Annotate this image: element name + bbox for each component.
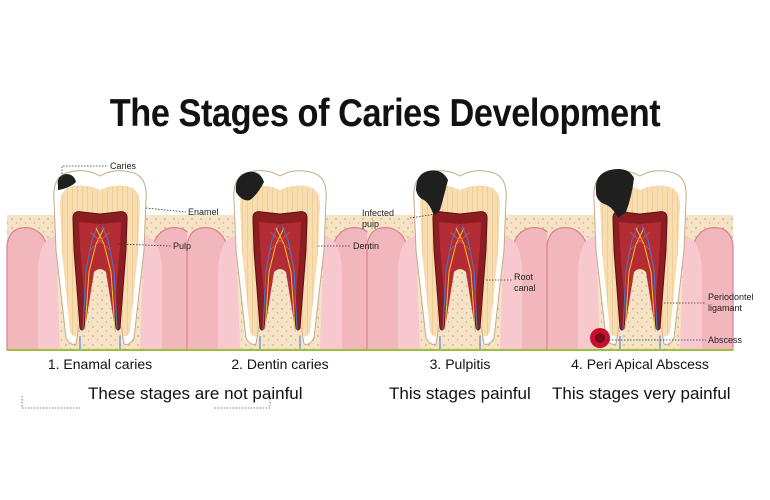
periodontal-callout-line1: Periodontel xyxy=(708,292,754,302)
infected-pulp-callout-line2: puip xyxy=(362,219,379,229)
abscess-callout: Abscess xyxy=(708,335,743,345)
stage-label-1: 1. Enamal caries xyxy=(47,356,153,372)
root-canal-callout-line1: Root xyxy=(514,272,534,282)
tooth-stage-3 xyxy=(366,169,554,351)
caries-spot xyxy=(235,171,264,201)
tooth-stage-4 xyxy=(546,169,734,351)
caries-spot xyxy=(57,174,76,190)
note-not-painful: These stages are not painful xyxy=(88,384,303,403)
tooth-stage-2 xyxy=(186,169,374,351)
tooth-stage-1 xyxy=(6,169,194,351)
stage-label-2: 2. Dentin caries xyxy=(231,356,329,372)
root-canal-callout-line2: canal xyxy=(514,283,536,293)
not-painful-bracket xyxy=(21,396,271,409)
periodontal-callout-line2: ligamant xyxy=(708,303,743,313)
note-very-painful: This stages very painful xyxy=(552,384,731,403)
enamel-callout: Enamel xyxy=(188,207,219,217)
stage-label-3: 3. Pulpitis xyxy=(429,356,491,372)
infected-pulp-callout-line1: Infected xyxy=(362,208,394,218)
caries-callout: Caries xyxy=(110,161,137,171)
dentin-callout: Dentin xyxy=(353,241,379,251)
page-title: The Stages of Caries Development xyxy=(109,92,661,135)
caries-spot xyxy=(595,169,634,218)
pulp-callout: Pulp xyxy=(173,241,191,251)
caries-spot xyxy=(416,170,448,216)
note-painful: This stages painful xyxy=(389,384,531,403)
stage-label-4: 4. Peri Apical Abscess xyxy=(571,356,709,372)
